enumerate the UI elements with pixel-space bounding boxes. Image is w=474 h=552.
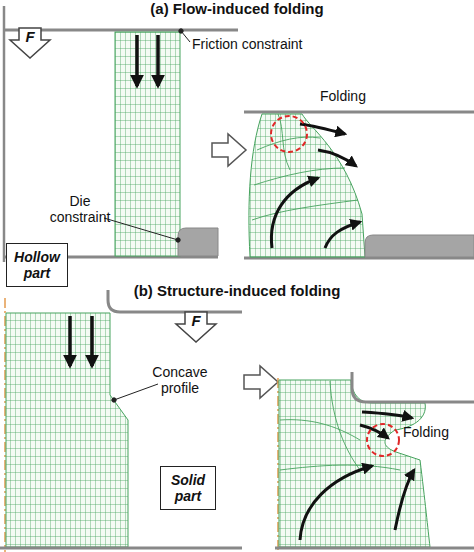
folding-circle xyxy=(271,116,307,152)
profile-label: Concave profile xyxy=(140,364,220,396)
flow-arrows xyxy=(68,316,72,366)
leader-lines xyxy=(176,238,180,242)
flow-arrows xyxy=(271,124,360,248)
force-symbol: F xyxy=(189,312,203,330)
punch xyxy=(352,372,474,402)
die-block xyxy=(365,235,474,257)
constraint-label: Friction constraint xyxy=(192,36,332,52)
folding-label: Folding xyxy=(320,88,390,104)
flow-arrows xyxy=(271,178,318,248)
panel-title: (b) Structure-induced folding xyxy=(0,282,474,300)
leader-lines xyxy=(114,384,158,400)
leader-lines xyxy=(179,29,183,33)
force-arrow xyxy=(176,312,216,342)
flow-arrows xyxy=(137,35,158,86)
flow-arrows xyxy=(395,470,414,530)
flow-arrows xyxy=(362,412,412,418)
deformed-mesh xyxy=(279,380,430,547)
billet-mesh xyxy=(115,32,180,256)
die-floor xyxy=(0,547,242,550)
flow-arrows xyxy=(325,222,360,248)
mesh-distortion xyxy=(257,137,320,150)
flow-arrows xyxy=(300,412,414,540)
die-walls xyxy=(3,6,6,262)
flow-arrows xyxy=(156,35,160,86)
deformed-mesh xyxy=(249,114,365,257)
mesh-distortion xyxy=(252,114,358,220)
part-label: Solid part xyxy=(161,472,215,504)
mesh-distortion xyxy=(280,465,400,470)
leader-lines xyxy=(112,398,116,402)
flow-arrows xyxy=(70,316,92,366)
die-block xyxy=(178,228,218,256)
folding-circle xyxy=(367,424,399,456)
panel-title: (a) Flow-induced folding xyxy=(0,0,474,18)
leader-lines xyxy=(104,218,178,240)
billet-mesh xyxy=(6,313,128,547)
part-label: Hollow part xyxy=(7,249,67,281)
force-arrow xyxy=(10,28,50,58)
die-walls xyxy=(244,112,474,258)
leader-lines xyxy=(112,384,158,402)
flow-arrows xyxy=(318,150,356,166)
constraint-label: Die constraint xyxy=(40,193,120,225)
die-floor xyxy=(275,547,474,550)
mesh-distortion xyxy=(254,168,345,185)
mesh-distortion xyxy=(330,381,360,470)
flow-arrows xyxy=(135,35,139,86)
die-walls xyxy=(244,111,474,114)
leader-lines xyxy=(104,29,190,242)
folding-label: Folding xyxy=(403,424,473,440)
flow-arrows xyxy=(90,316,94,366)
part-type-box: Hollow part xyxy=(6,243,68,287)
mesh-distortion xyxy=(252,200,358,220)
transition-arrow xyxy=(244,366,278,398)
transition-arrow xyxy=(212,134,246,166)
force-symbol: F xyxy=(23,28,37,46)
mesh-distortion xyxy=(280,420,360,440)
mesh-distortion xyxy=(278,114,290,170)
part-type-box: Solid part xyxy=(160,466,216,510)
flow-arrows xyxy=(300,466,372,540)
mesh-distortion xyxy=(280,381,400,470)
